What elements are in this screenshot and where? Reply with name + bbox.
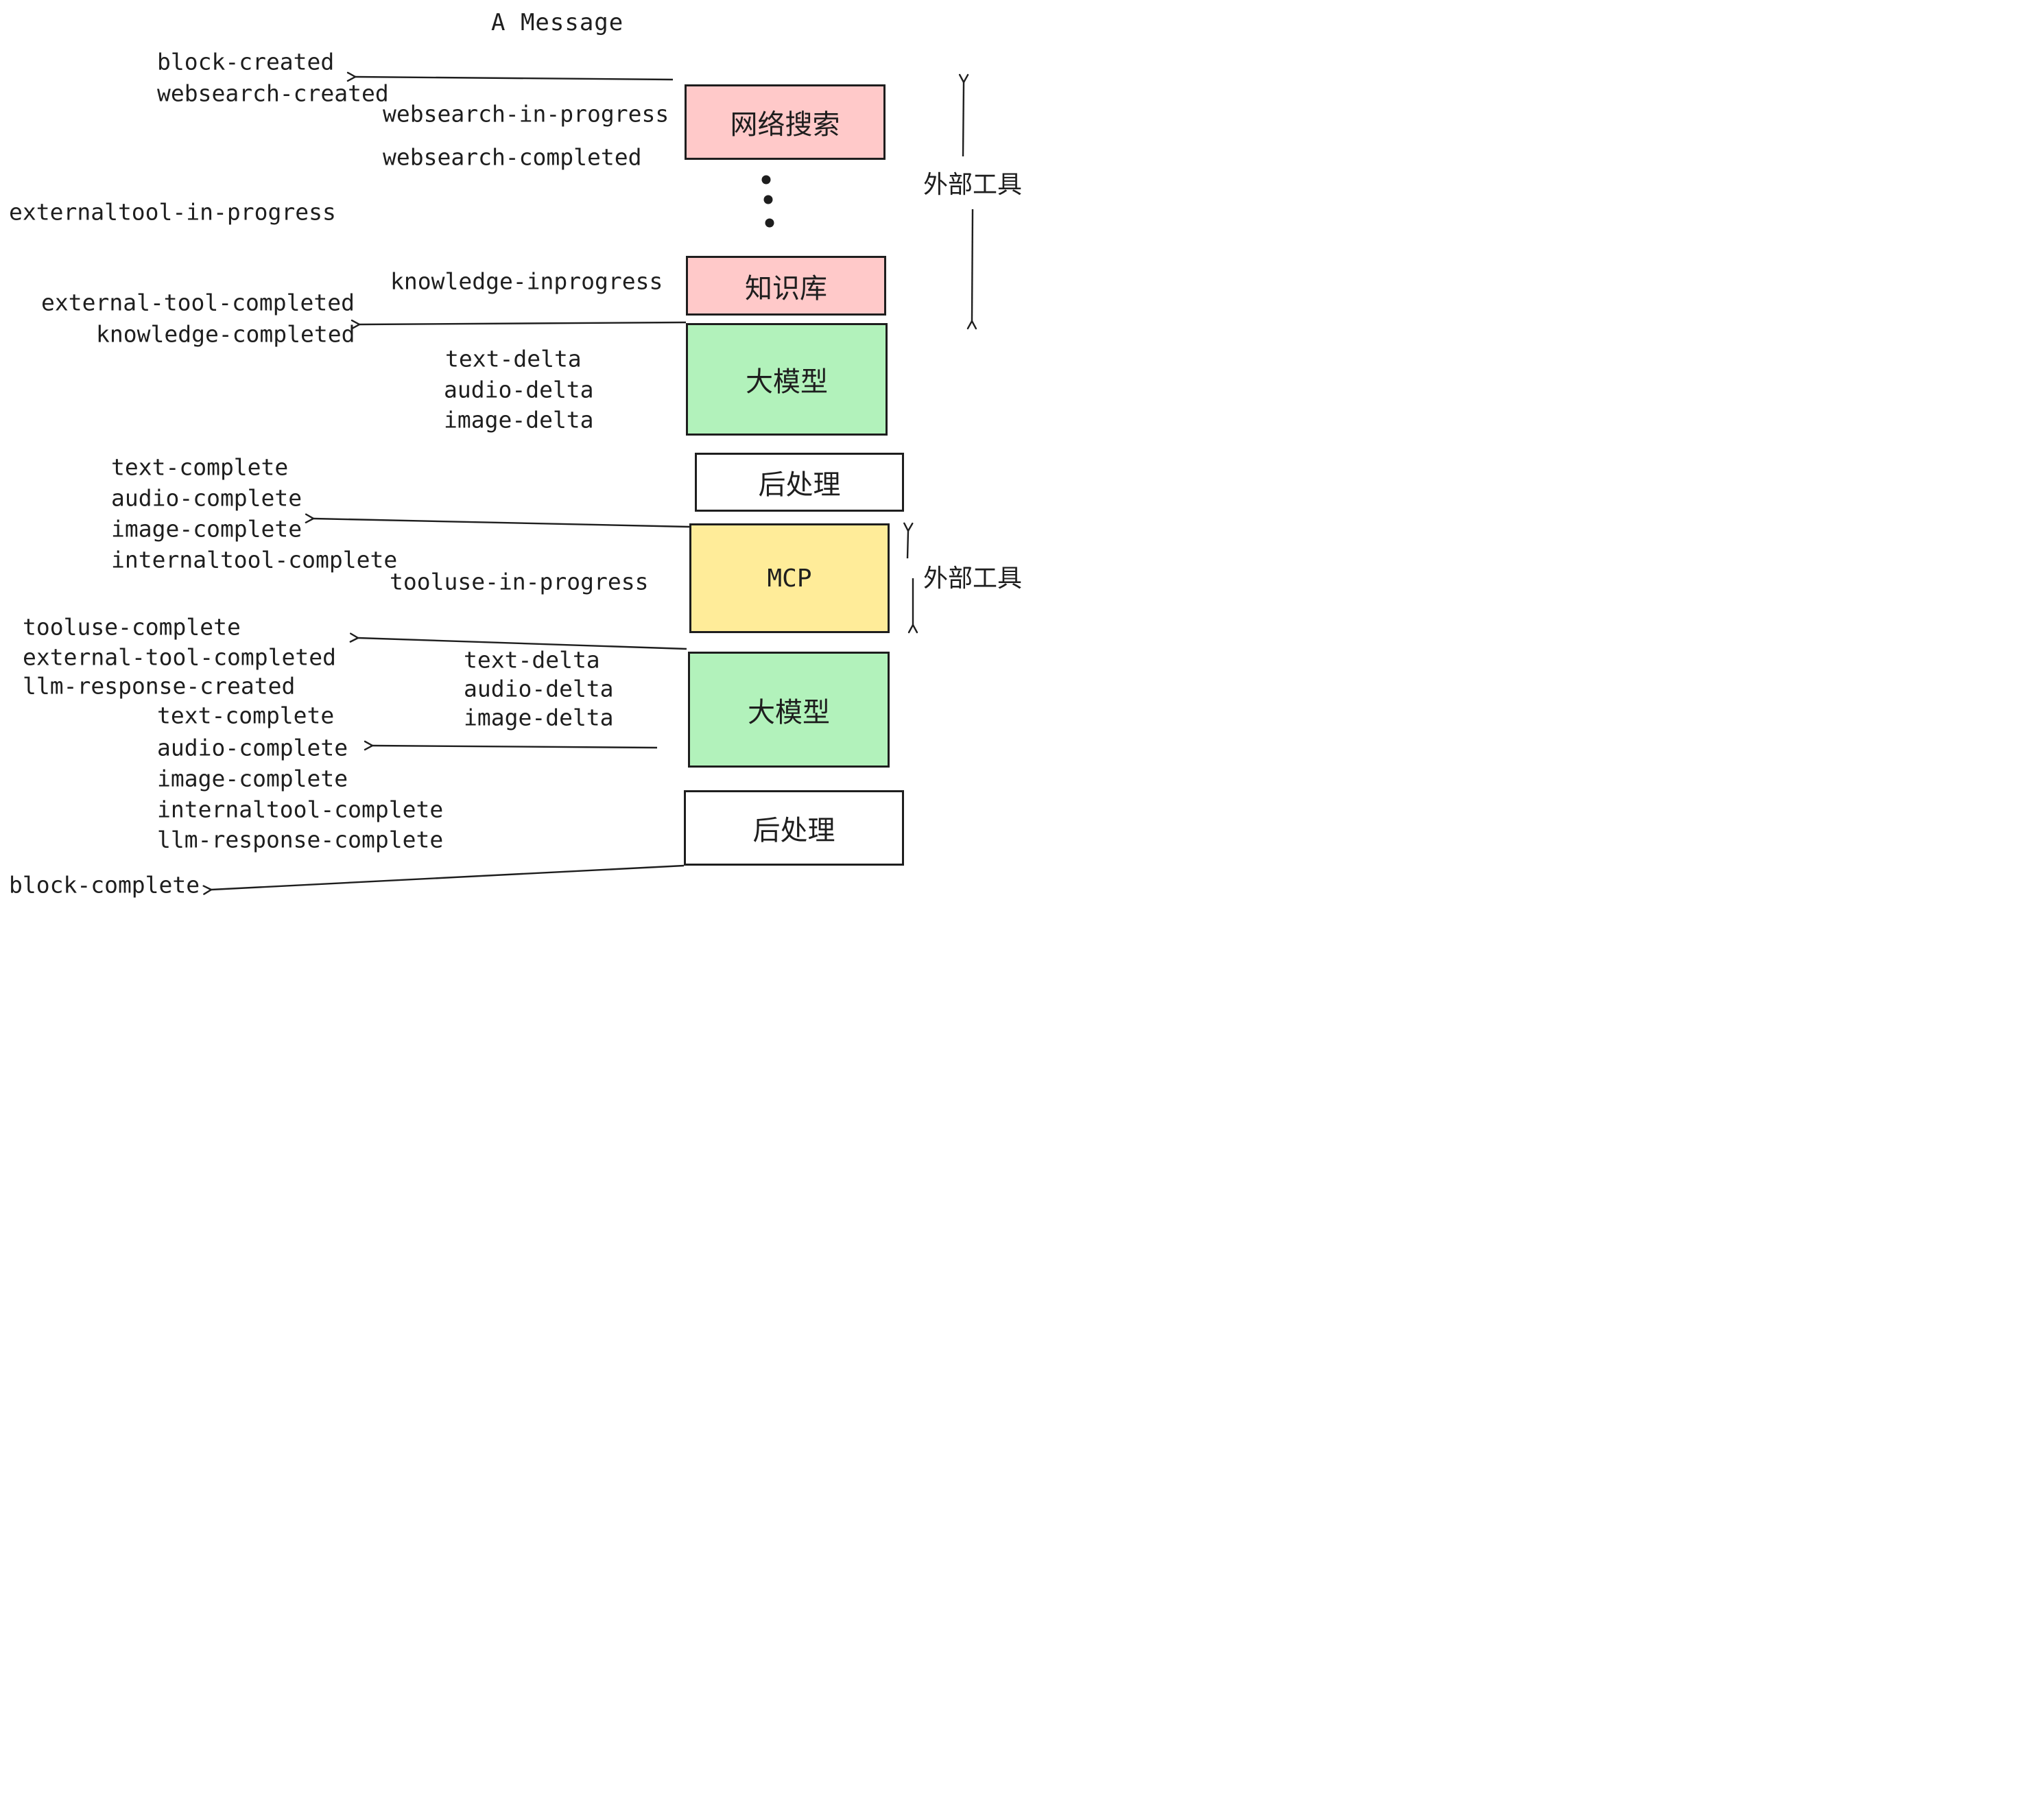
event-internaltool-complete-1: internaltool-complete [111, 546, 398, 573]
event-llm-response-created: llm-response-created [23, 672, 296, 700]
arrow-audio-complete-2 [364, 740, 658, 751]
event-audio-delta-2: audio-delta [464, 675, 614, 702]
event-knowledge-completed: knowledge-completed [96, 320, 355, 348]
event-text-complete-2: text-complete [157, 702, 335, 729]
box-postprocess-1-label: 后处理 [758, 469, 841, 501]
event-tooluse-complete: tooluse-complete [23, 613, 241, 641]
diagram-canvas: A Message 网络搜索 知识库 大模型 后处理 MCP 大模型 后处理 外… [0, 0, 1022, 902]
box-knowledge: 知识库 [686, 256, 886, 316]
ellipsis-dot-3 [765, 218, 774, 228]
box-postprocess-1: 后处理 [695, 453, 904, 512]
box-knowledge-label: 知识库 [745, 272, 827, 305]
event-tooluse-in-progress: tooluse-in-progress [390, 568, 649, 595]
box-mcp-label: MCP [767, 564, 812, 593]
event-block-complete: block-complete [9, 871, 200, 899]
event-audio-complete-2: audio-complete [157, 734, 348, 761]
side-label-external-tools-bottom: 外部工具 [923, 565, 1022, 593]
arrow-block-complete [202, 864, 685, 895]
event-text-delta-1: text-delta [445, 345, 582, 372]
event-image-complete-1: image-complete [111, 515, 302, 543]
event-external-tool-completed-2: external-tool-completed [23, 643, 336, 671]
arrow-external-tools-down-1 [966, 209, 977, 330]
arrow-external-tools-up-2 [903, 522, 914, 559]
event-audio-complete-1: audio-complete [111, 484, 302, 512]
box-postprocess-2-label: 后处理 [752, 815, 835, 846]
arrow-external-tools-up-1 [958, 73, 969, 157]
side-label-external-tools-top: 外部工具 [923, 171, 1022, 199]
event-external-tool-completed-1: external-tool-completed [41, 289, 355, 316]
event-llm-response-complete: llm-response-complete [157, 826, 444, 853]
box-llm-1: 大模型 [686, 323, 888, 436]
event-websearch-in-progress: websearch-in-progress [383, 100, 669, 128]
box-websearch: 网络搜索 [685, 84, 886, 160]
event-text-complete-1: text-complete [111, 453, 289, 481]
arrow-websearch-created [346, 71, 674, 82]
ellipsis-dot-2 [763, 195, 773, 204]
ellipsis-dot-1 [761, 175, 771, 185]
arrow-knowledge-completed [350, 319, 687, 330]
event-externaltool-in-progress: externaltool-in-progress [9, 198, 336, 226]
box-postprocess-2: 后处理 [684, 790, 904, 866]
diagram-title: A Message [491, 9, 624, 36]
event-image-complete-2: image-complete [157, 765, 348, 792]
event-websearch-created: websearch-created [157, 80, 389, 107]
box-mcp: MCP [689, 523, 890, 633]
event-image-delta-2: image-delta [464, 704, 614, 731]
event-websearch-completed: websearch-completed [383, 143, 642, 171]
event-audio-delta-1: audio-delta [444, 376, 594, 403]
box-llm-2: 大模型 [688, 652, 890, 768]
event-block-created: block-created [157, 48, 335, 75]
box-websearch-label: 网络搜索 [730, 109, 840, 141]
event-knowledge-inprogress: knowledge-inprogress [390, 268, 663, 295]
box-llm-2-label: 大模型 [748, 696, 830, 728]
arrow-internal-complete-1 [305, 513, 690, 528]
event-text-delta-2: text-delta [464, 646, 600, 674]
event-image-delta-1: image-delta [444, 406, 594, 434]
event-internaltool-complete-2: internaltool-complete [157, 796, 444, 823]
box-llm-1-label: 大模型 [746, 366, 828, 398]
